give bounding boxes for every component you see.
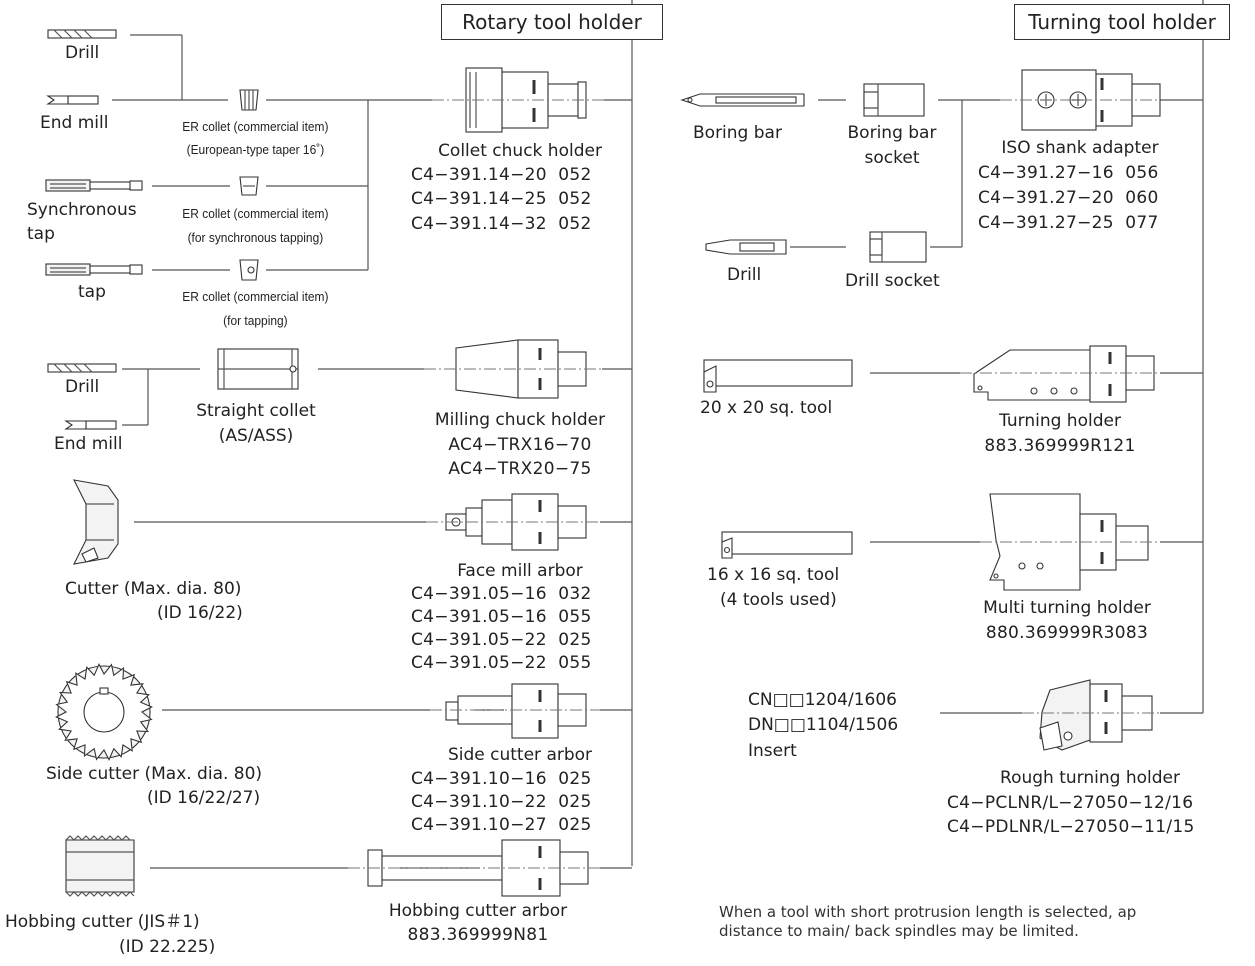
er-collet-1-line1: ER collet (commercial item) [168,118,343,135]
boring-bar-socket-icon [864,84,924,116]
hobbing-cutter-line2: (ID 22.225) [119,937,215,957]
side-cutter-icon [56,664,151,759]
er-collet-1-line2: (European-type taper 16˚) [168,141,343,158]
collet-chuck-holder-title: Collet chuck holder [410,141,630,161]
collet-chuck-holder-code-3: C4−391.14−32 052 [411,214,592,234]
hobbing-cutter-icon [66,836,134,896]
drill-icon-2 [48,364,116,372]
side-cutter-line2: (ID 16/22/27) [147,788,260,808]
synchronous-tap-icon [46,180,142,191]
milling-chuck-holder-code-1: AC4−TRX16−70 [410,435,630,455]
iso-shank-adapter-code-1: C4−391.27−16 056 [978,163,1159,183]
drill-tool-icon [706,240,786,254]
sq-tool-16-line1: 16 x 16 sq. tool [707,565,839,585]
iso-shank-adapter-title: ISO shank adapter [970,138,1190,158]
sq-tool-16-icon [722,532,852,558]
sq-tool-20-label: 20 x 20 sq. tool [700,398,832,418]
insert-line3: Insert [748,741,797,761]
cutter-line1: Cutter (Max. dia. 80) [65,579,241,599]
side-cutter-arbor-code-1: C4−391.10−16 025 [411,769,592,789]
milling-chuck-holder-icon [424,340,602,398]
end-mill-label-2: End mill [54,434,122,454]
boring-bar-icon [682,94,804,106]
hobbing-cutter-arbor-icon [348,840,600,896]
turning-tool-holder-header: Turning tool holder [1014,4,1230,40]
side-cutter-arbor-code-3: C4−391.10−27 025 [411,815,592,835]
iso-shank-adapter-code-2: C4−391.27−20 060 [978,188,1159,208]
milling-chuck-holder-title: Milling chuck holder [410,410,630,430]
er-collet-2-line1: ER collet (commercial item) [168,205,343,222]
milling-chuck-holder-code-2: AC4−TRX20−75 [410,459,630,479]
er-collet-2-line2: (for synchronous tapping) [168,229,343,246]
rough-turning-holder-code-2: C4−PDLNR/L−27050−11/15 [947,817,1195,837]
rotary-tool-holder-header: Rotary tool holder [441,4,663,40]
turning-holder-code: 883.369999R121 [950,436,1170,456]
multi-turning-holder-title: Multi turning holder [957,598,1177,618]
er-collet-3-line2: (for tapping) [168,312,343,329]
er-collet-icon-3 [240,260,258,280]
rough-turning-holder-code-1: C4−PCLNR/L−27050−12/16 [947,793,1193,813]
insert-line1: CN□□1204/1606 [748,690,897,710]
end-mill-icon-1 [48,96,98,104]
boring-bar-label: Boring bar [693,123,782,143]
tap-label: tap [78,282,106,302]
er-collet-icon-2 [240,177,258,195]
straight-collet-line2: (AS/ASS) [176,426,336,446]
turning-header-label: Turning tool holder [1028,10,1216,34]
synchronous-tap-line2: tap [27,224,55,244]
er-collet-3-line1: ER collet (commercial item) [168,288,343,305]
face-mill-arbor-code-2: C4−391.05−16 055 [411,607,592,627]
collet-chuck-holder-code-1: C4−391.14−20 052 [411,165,592,185]
boring-bar-socket-line1: Boring bar [836,123,948,143]
drill-socket-icon [870,232,926,262]
face-mill-arbor-code-3: C4−391.05−22 025 [411,630,592,650]
sq-tool-20-icon [704,360,852,392]
iso-shank-adapter-icon [1000,70,1160,130]
boring-bar-socket-line2: socket [836,148,948,168]
rough-turning-holder-icon [1022,680,1160,750]
side-cutter-arbor-code-2: C4−391.10−22 025 [411,792,592,812]
multi-turning-holder-icon [980,494,1160,590]
insert-line2: DN□□1104/1506 [748,715,898,735]
collet-chuck-holder-icon [432,68,604,132]
drill-socket-label: Drill socket [845,271,940,291]
turning-holder-title: Turning holder [950,411,1170,431]
drill-label-2: Drill [65,377,99,397]
turning-holder-icon [960,346,1160,402]
note-line2: distance to main/ back spindles may be l… [719,922,1079,940]
cutter-line2: (ID 16/22) [157,603,243,623]
synchronous-tap-line1: Synchronous [27,200,137,220]
er-collet-icon-1 [240,90,258,110]
collet-chuck-holder-code-2: C4−391.14−25 052 [411,189,592,209]
drill-label-1: Drill [65,43,99,63]
hobbing-cutter-line1: Hobbing cutter (JIS＃1) [5,912,200,932]
face-mill-arbor-code-1: C4−391.05−16 032 [411,584,592,604]
straight-collet-icon [218,349,298,389]
end-mill-label-1: End mill [40,113,108,133]
iso-shank-adapter-code-3: C4−391.27−25 077 [978,213,1159,233]
end-mill-icon-2 [66,421,116,429]
hobbing-cutter-arbor-title: Hobbing cutter arbor [368,901,588,921]
face-mill-arbor-icon [426,494,600,550]
straight-collet-line1: Straight collet [176,401,336,421]
drill-icon-1 [48,30,116,38]
tap-icon [46,264,142,275]
rough-turning-holder-title: Rough turning holder [980,768,1200,788]
multi-turning-holder-code: 880.369999R3083 [957,623,1177,643]
side-cutter-line1: Side cutter (Max. dia. 80) [46,764,262,784]
face-mill-arbor-title: Face mill arbor [410,561,630,581]
hobbing-cutter-arbor-code: 883.369999N81 [368,925,588,945]
note-line1: When a tool with short protrusion length… [719,903,1255,921]
rotary-header-label: Rotary tool holder [462,10,642,34]
drill-turning-label: Drill [727,265,761,285]
face-mill-arbor-code-4: C4−391.05−22 055 [411,653,592,673]
side-cutter-arbor-title: Side cutter arbor [410,745,630,765]
sq-tool-16-line2: (4 tools used) [720,590,837,610]
cutter-icon [74,480,118,564]
side-cutter-arbor-icon [430,684,600,738]
